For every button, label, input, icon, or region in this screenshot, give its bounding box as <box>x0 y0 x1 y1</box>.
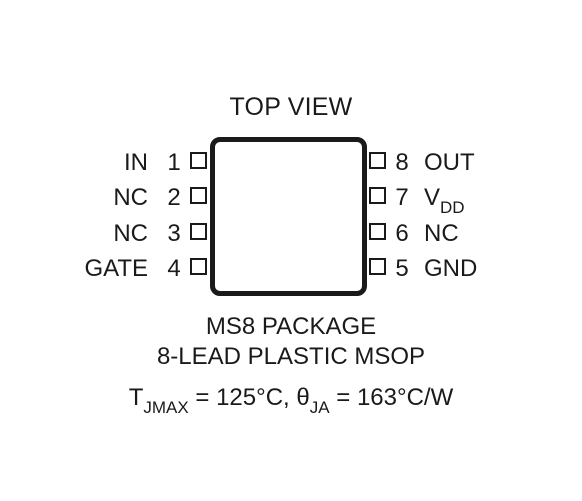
pin-5-name: GND <box>424 257 477 281</box>
theta-subscript: JA <box>309 398 330 417</box>
package-name: MS8 PACKAGE <box>205 313 377 340</box>
tjmax-value: = 125°C, <box>188 384 297 411</box>
pin-2-number: 2 <box>167 184 181 211</box>
pin-8-name: OUT <box>424 151 475 175</box>
pin-4-name: GATE <box>84 255 148 282</box>
pin-2-name: NC <box>113 184 148 211</box>
pin-3-name: NC <box>113 220 148 247</box>
theta-value: = 163°C/W <box>329 384 454 411</box>
tjmax-subscript: JMAX <box>143 398 189 417</box>
thermal-spec: TJMAX = 125°C, θJA = 163°C/W <box>0 384 582 417</box>
pin-5-name-text: GND <box>424 255 478 282</box>
diagram-title: TOP VIEW <box>229 93 353 121</box>
pin-7-number: 7 <box>395 184 409 211</box>
package-description: 8-LEAD PLASTIC MSOP <box>156 343 426 370</box>
pin-6-pad <box>369 223 386 240</box>
pin-6-name-text: NC <box>424 220 459 247</box>
pin-6-number: 6 <box>395 220 409 247</box>
pin-5-pad <box>369 258 386 275</box>
pin-8-number: 8 <box>395 149 409 176</box>
pin-7-name: VDD <box>424 184 465 218</box>
pin-7-pad <box>369 187 386 204</box>
pin-7-name-subscript: DD <box>440 198 465 217</box>
pin-3-number: 3 <box>167 220 181 247</box>
pin-4-pad <box>190 258 207 275</box>
pin-1-number: 1 <box>167 149 181 176</box>
pin-8-name-text: OUT <box>424 149 475 176</box>
pin-2-pad <box>190 187 207 204</box>
pin-4-number: 4 <box>167 255 181 282</box>
pin-1-name: IN <box>124 149 148 176</box>
ic-package-body <box>210 137 367 296</box>
tjmax-symbol: T <box>128 384 144 411</box>
pin-8-pad <box>369 152 386 169</box>
pin-1-pad <box>190 152 207 169</box>
pin-3-pad <box>190 223 207 240</box>
theta-symbol: θ <box>296 384 310 411</box>
pin-7-name-text: V <box>424 184 441 211</box>
pin-6-name: NC <box>424 222 459 246</box>
pin-5-number: 5 <box>395 255 409 282</box>
